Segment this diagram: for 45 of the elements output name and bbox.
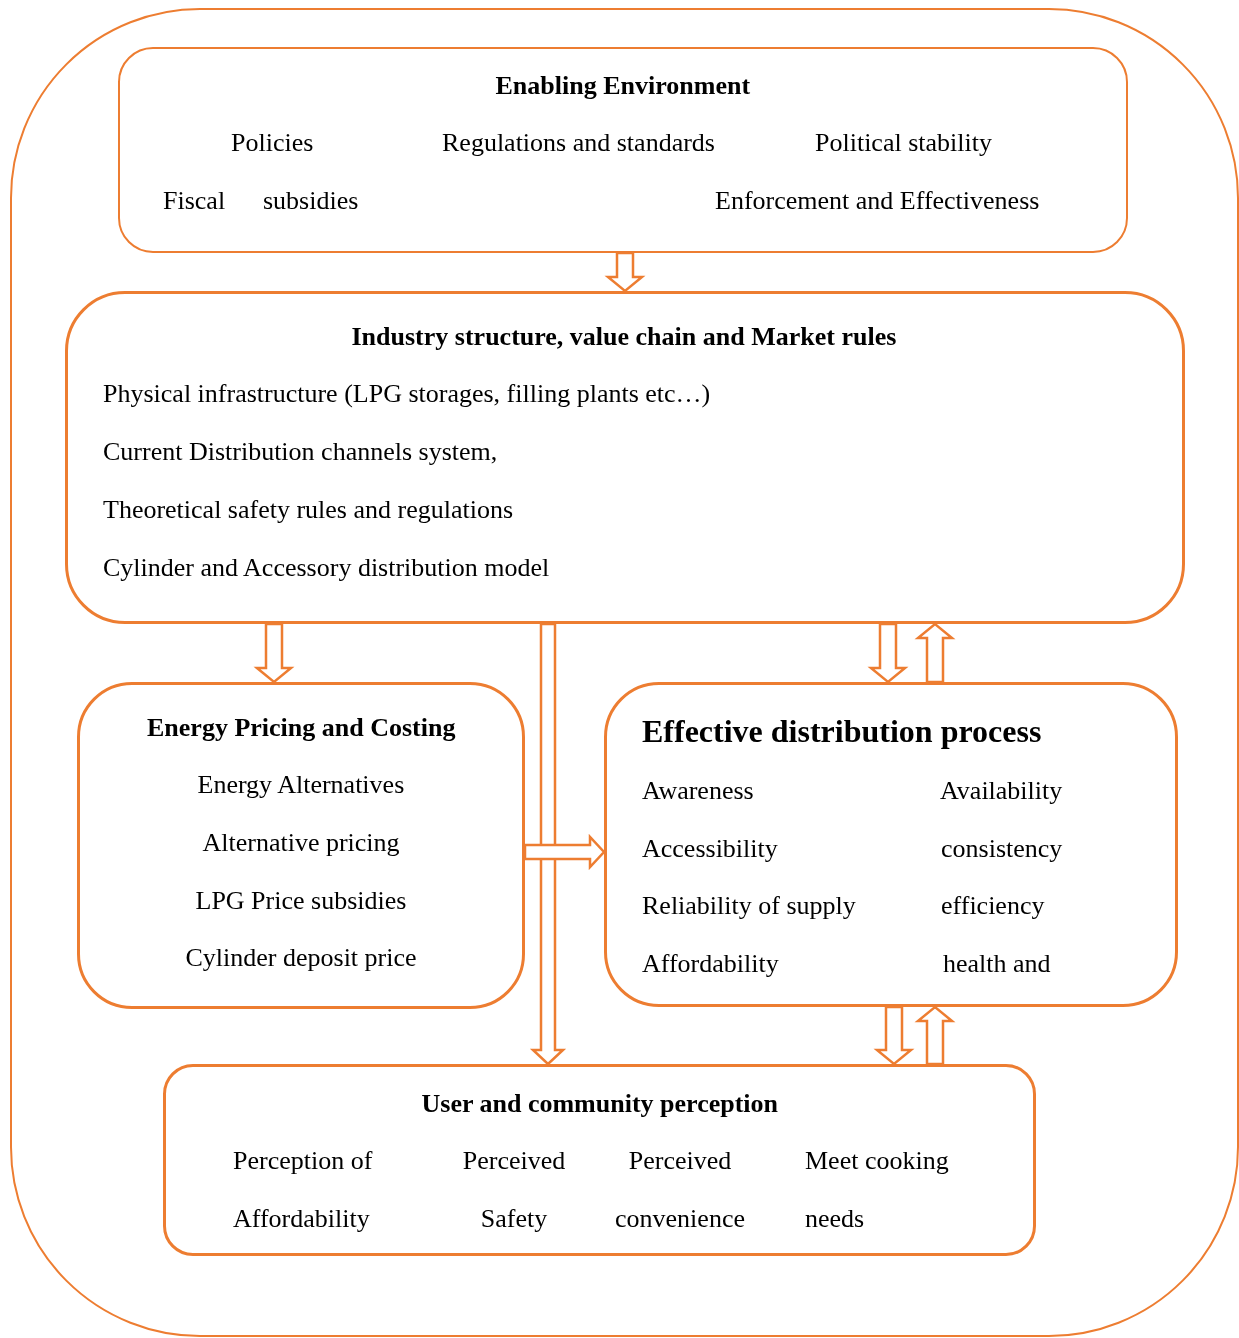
block-arrow xyxy=(914,622,956,684)
factor-text: Meet cooking needs xyxy=(805,1145,950,1235)
factor-text: Reliability of supply xyxy=(642,890,856,922)
factor-text: Enforcement and Effectiveness xyxy=(715,185,1040,217)
block-arrow xyxy=(867,622,909,684)
block-arrow xyxy=(253,622,295,684)
block-arrow xyxy=(914,1005,956,1066)
factor-text: Availability xyxy=(940,775,1063,807)
outer-frame xyxy=(10,8,1239,1337)
factor-text: Policies xyxy=(231,127,314,159)
factor-text: Physical infrastructure (LPG storages, filling plants etc…) xyxy=(103,378,711,410)
factor-text: health and xyxy=(943,948,1051,980)
factor-text: Cylinder deposit price xyxy=(185,942,417,974)
factor-text: Current Distribution channels system, xyxy=(103,436,498,468)
section-box xyxy=(77,682,525,1009)
factor-text: Perception of Affordability xyxy=(233,1145,374,1235)
factor-text: Accessibility xyxy=(642,833,778,865)
section-box xyxy=(118,47,1128,253)
section-box xyxy=(65,291,1185,624)
factor-text: Cylinder and Accessory distribution model xyxy=(103,552,550,584)
factor-text: LPG Price subsidies xyxy=(195,885,407,917)
factor-text: Awareness xyxy=(642,775,754,807)
section-heading: Enabling Environment xyxy=(495,70,751,102)
section-heading: Energy Pricing and Costing xyxy=(147,712,456,744)
factor-text: Affordability xyxy=(642,948,779,980)
block-arrow xyxy=(529,622,567,1066)
factor-text: Regulations and standards xyxy=(442,127,715,159)
factor-text: Perceived convenience xyxy=(614,1145,746,1235)
block-arrow xyxy=(873,1005,915,1066)
block-arrow xyxy=(523,833,606,871)
section-box xyxy=(163,1064,1036,1256)
section-box xyxy=(604,682,1178,1007)
factor-text: consistency xyxy=(941,833,1063,865)
factor-text: Alternative pricing xyxy=(202,827,400,859)
factor-text: Fiscal xyxy=(163,185,226,217)
section-heading: User and community perception xyxy=(421,1088,779,1120)
factor-text: Energy Alternatives xyxy=(197,769,405,801)
factor-text: Political stability xyxy=(815,127,992,159)
factor-text: subsidies xyxy=(263,185,359,217)
block-arrow xyxy=(604,251,646,293)
factor-text: Perceived Safety xyxy=(461,1145,567,1235)
section-heading: Effective distribution process xyxy=(642,712,1042,750)
factor-text: Theoretical safety rules and regulations xyxy=(103,494,514,526)
factor-text: efficiency xyxy=(941,890,1045,922)
section-heading: Industry structure, value chain and Market rules xyxy=(351,321,897,353)
